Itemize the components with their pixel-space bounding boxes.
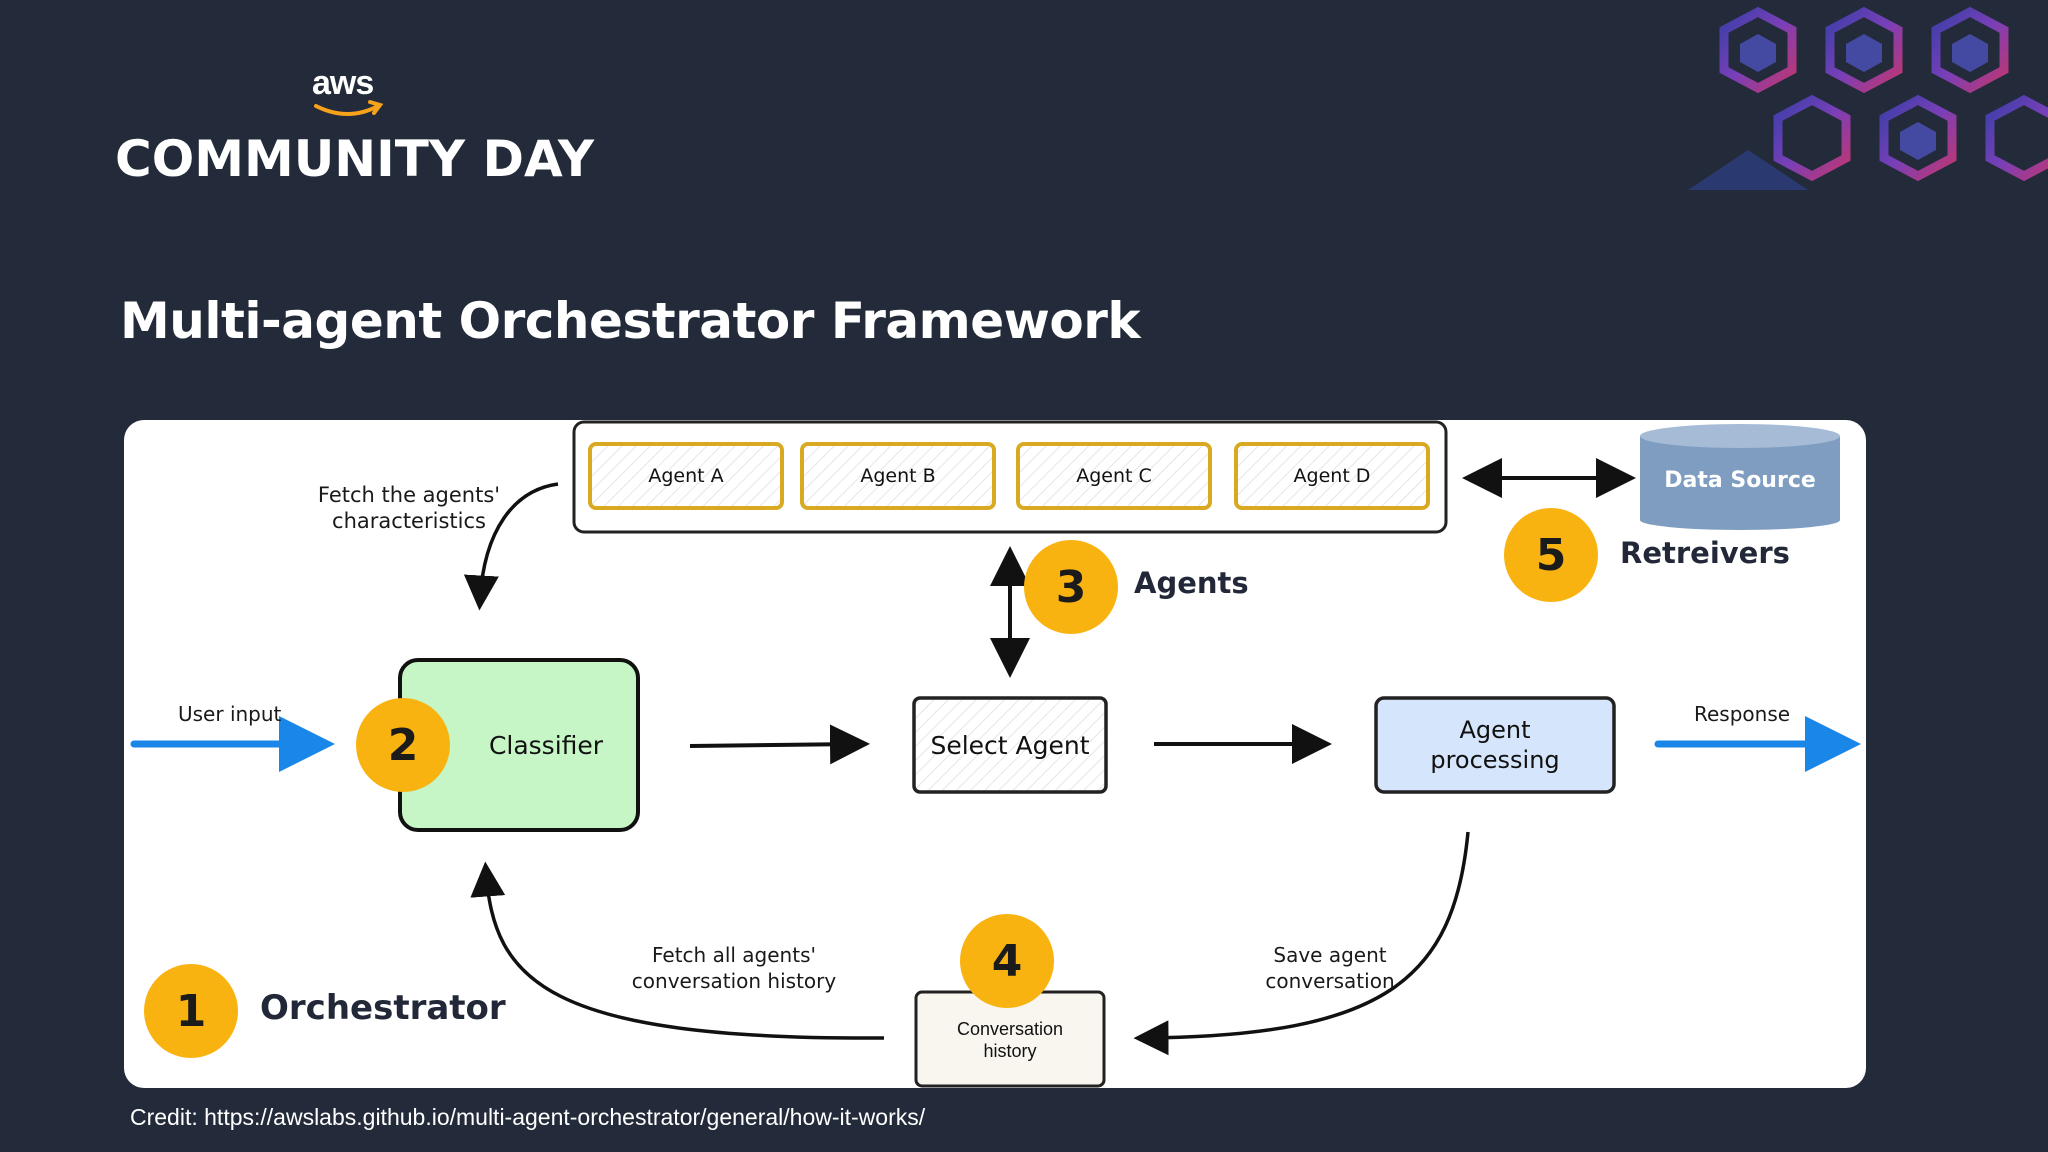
select-agent-box [912,696,1108,794]
agents-label: Agents [1134,566,1249,600]
diagram-canvas [130,420,1861,1088]
agent-d-label: Agent D [1293,465,1371,487]
response-label: Response [1694,702,1791,726]
fetch-history-arrow [470,861,885,1040]
orchestrator-label: Orchestrator [260,988,506,1028]
header: aws COMMUNITY DAY [0,0,2048,190]
agent-processing-line-1: Agent [1459,716,1531,744]
conversation-history-line-2: history [983,1041,1037,1061]
conversation-history-label: Conversation history [916,1004,1104,1076]
agent-a-label: Agent A [648,465,724,487]
badge-3: 3 [1024,540,1118,634]
save-conversation-arrow [1133,831,1470,1056]
credit-text: Credit: https://awslabs.github.io/multi-… [130,1104,926,1130]
aws-smile-icon [314,100,384,116]
badge-1: 1 [144,964,238,1058]
agent-c-label: Agent C [1076,465,1152,487]
fetch-history-label: Fetch all agents' conversation history [584,942,884,994]
aws-logo-text: aws [312,64,374,102]
event-name: COMMUNITY DAY [115,130,595,188]
badge-4: 4 [960,914,1054,1008]
agent-processing-line-2: processing [1430,746,1560,774]
agent-b-label: Agent B [860,465,936,487]
agents-container [572,420,1448,534]
fetch-characteristics-line-1: Fetch the agents' [317,483,501,507]
agent-processing-box [1374,696,1616,794]
fetch-history-line-1: Fetch all agents' [651,943,816,967]
data-source-cylinder [1640,424,1840,530]
retrievers-label: Retreivers [1620,536,1790,570]
fetch-history-line-2: conversation history [631,969,837,993]
slide-title: Multi-agent Orchestrator Framework [120,292,1141,350]
data-source-label: Data Source [1664,467,1816,493]
badge-5: 5 [1504,508,1598,602]
user-input-label: User input [178,702,282,726]
badge-2: 2 [356,698,450,792]
fetch-characteristics-line-2: characteristics [332,509,486,533]
classifier-label: Classifier [488,730,604,760]
agent-d-box [1234,442,1430,510]
fetch-characteristics-label: Fetch the agents' characteristics [264,482,554,534]
agent-a-box [588,442,784,510]
diagram-panel: Agent A Agent B Agent C Agent D Data Sou… [124,420,1866,1088]
conversation-history-line-1: Conversation [956,1019,1064,1039]
save-conversation-line-2: conversation [1265,969,1395,993]
select-agent-label: Select Agent [930,730,1090,760]
classifier-select-arrow [689,724,870,765]
save-conversation-line-1: Save agent [1273,943,1387,967]
fetch-characteristics-arrow [463,482,559,611]
agent-b-box [800,442,996,510]
hexagon-pattern-icon [1688,6,2048,190]
agent-processing-label: Agent processing [1376,698,1614,792]
save-conversation-label: Save agent conversation [1230,942,1430,994]
agent-c-box [1016,442,1212,510]
